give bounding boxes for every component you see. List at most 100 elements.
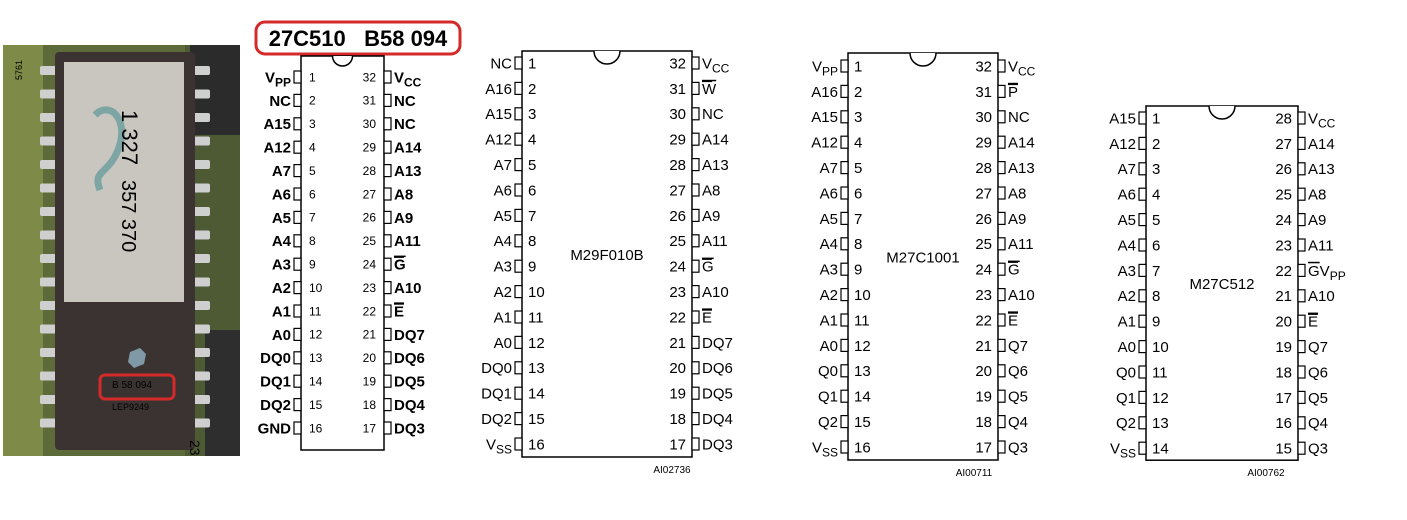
pin-stub-left <box>840 84 849 99</box>
pin-stub-left <box>514 335 523 349</box>
pin-number: 25 <box>669 233 686 250</box>
pin-label: DQ3 <box>702 436 733 453</box>
pin-label: A7 <box>820 160 838 177</box>
pin-number: 20 <box>975 363 992 380</box>
pin-number: 29 <box>669 132 686 149</box>
pin-stub-right <box>691 437 700 451</box>
photo-lot-text: LEP9249 <box>112 402 149 412</box>
pin-stub-left <box>293 210 302 224</box>
pin-label: Q0 <box>818 363 838 380</box>
pin-number: 16 <box>854 439 871 456</box>
pin-label: A2 <box>272 280 291 297</box>
pin-stub-left <box>514 81 523 96</box>
pin-number: 3 <box>528 106 536 123</box>
pin-stub-left <box>1138 111 1147 125</box>
pin-number: 3 <box>309 117 316 131</box>
pin-label: A9 <box>1008 211 1026 228</box>
pin-label: A4 <box>494 233 512 250</box>
pin-stub-left <box>293 70 302 84</box>
pin-number: 14 <box>854 389 871 406</box>
photo-marking-text: B 58 094 <box>112 380 152 391</box>
pin-label: G <box>1008 262 1020 279</box>
pin-label: A1 <box>1118 314 1136 331</box>
pin-number: 10 <box>528 284 545 301</box>
photo-pin-left <box>40 89 57 99</box>
pin-label: A6 <box>494 182 512 199</box>
pin-label: A7 <box>494 157 512 174</box>
chip-ref: AI02736 <box>653 465 691 476</box>
pin-label: A5 <box>494 208 512 225</box>
pin-label: A11 <box>1008 236 1034 253</box>
pin-label: Q0 <box>1116 364 1136 381</box>
pin-label: W <box>702 81 717 98</box>
pin-label: A3 <box>1118 263 1136 280</box>
pin-number: 7 <box>309 211 316 225</box>
pin-stub-left <box>1138 441 1147 455</box>
pin-stub-right <box>691 208 700 222</box>
pin-stub-left <box>514 183 523 197</box>
pin-stub-right <box>997 135 1006 149</box>
pin-label: A6 <box>1118 187 1136 204</box>
pin-number: 13 <box>1152 415 1169 432</box>
photo-pin-right <box>193 136 210 146</box>
pin-number: 22 <box>975 312 992 329</box>
pin-stub-left <box>1138 365 1147 379</box>
pin-label: DQ0 <box>481 360 512 377</box>
pin-number: 12 <box>1152 390 1169 407</box>
pin-number: 19 <box>975 389 992 406</box>
pin-stub-left <box>293 421 302 435</box>
pin-stub-right <box>691 361 700 375</box>
pin-stub-left <box>1138 416 1147 430</box>
pin-label: DQ5 <box>702 386 733 403</box>
pin-stub-right <box>1297 213 1306 227</box>
chip-ref: AI00711 <box>956 468 993 479</box>
pin-stub-right <box>1297 390 1306 404</box>
pin-stub-right <box>997 288 1006 302</box>
pin-label: A12 <box>485 132 512 149</box>
pin-stub-left <box>1138 263 1147 277</box>
pin-label: A16 <box>811 84 838 101</box>
pin-label: DQ2 <box>481 411 512 428</box>
pin-number: 5 <box>854 160 862 177</box>
pin-label: A14 <box>1008 135 1035 152</box>
photo-pin-right <box>193 395 210 404</box>
ti-logo <box>128 348 146 368</box>
pin-number: 3 <box>854 109 862 126</box>
pin-stub-right <box>691 285 700 299</box>
photo-pin-left <box>40 136 57 146</box>
pin-number: 18 <box>363 398 377 412</box>
pin-number: 32 <box>975 58 992 75</box>
photo-pin-right <box>193 207 210 216</box>
chip-body <box>300 55 385 451</box>
pin-stub-right <box>691 132 700 146</box>
pin-label: Q2 <box>1116 415 1136 432</box>
pin-number: 11 <box>854 312 870 329</box>
pin-stub-right <box>997 110 1006 124</box>
pin-stub-left <box>840 110 849 124</box>
pin-label: A9 <box>1308 212 1326 229</box>
pin-label: VCC <box>702 55 730 75</box>
pin-stub-right <box>1297 111 1306 125</box>
pin-stub-left <box>840 59 849 73</box>
pin-label: A10 <box>1308 288 1335 305</box>
pin-stub-left <box>1138 162 1147 176</box>
pin-label: DQ4 <box>702 411 733 428</box>
pin-label: A9 <box>394 210 413 227</box>
pin-label: DQ3 <box>394 420 425 437</box>
pin-number: 21 <box>1275 288 1292 305</box>
photo-edge-text-2: 23 <box>187 440 203 456</box>
pin-stub-right <box>383 281 392 295</box>
photo-pin-left <box>40 418 57 428</box>
pin-number: 19 <box>363 375 377 389</box>
pin-number: 8 <box>1152 288 1160 305</box>
pin-stub-left <box>1138 187 1147 201</box>
pin-number: 17 <box>363 421 377 435</box>
pin-label: VPP <box>265 69 291 89</box>
pin-stub-left <box>840 364 849 378</box>
pin-number: 6 <box>1152 237 1160 254</box>
photo-pin-right <box>193 348 210 357</box>
pin-number: 20 <box>363 351 377 365</box>
pin-label: DQ6 <box>394 350 425 367</box>
pin-number: 24 <box>363 258 377 272</box>
